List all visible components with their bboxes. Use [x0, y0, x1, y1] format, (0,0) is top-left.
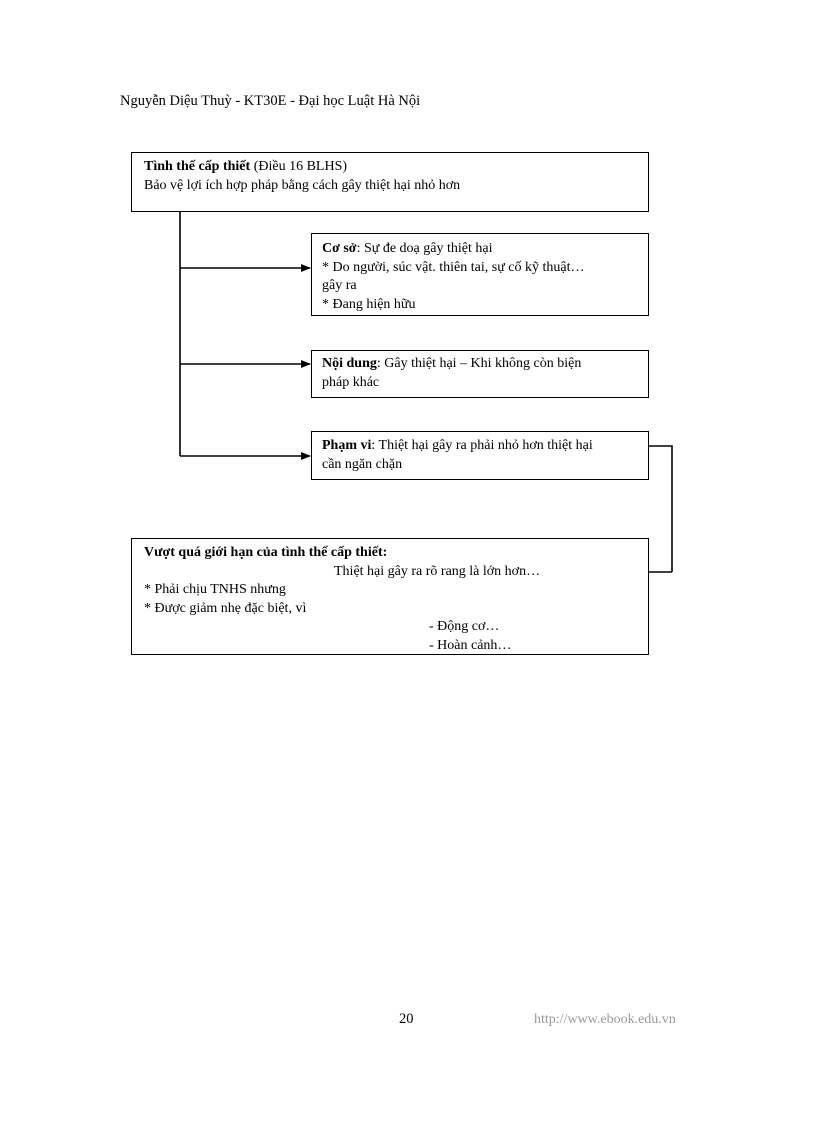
vuotqua-line3: * Phải chịu TNHS nhưng [144, 582, 286, 597]
phamvi-line2: cần ngăn chặn [322, 456, 403, 472]
vuotqua-line4: * Được giảm nhẹ đặc biệt, vì [144, 600, 307, 616]
coso-line4: * Đang hiện hữu [322, 296, 416, 312]
vuotqua-line6: - Hoàn cảnh… [429, 637, 512, 653]
noidung-line2: pháp khác [322, 374, 380, 390]
box-tinh-the-cap-thiet: Tình thế cấp thiết (Điều 16 BLHS) Bảo vệ… [131, 152, 649, 212]
coso-text: : Sự đe doạ gây thiệt hại [356, 241, 493, 256]
box-pham-vi: Phạm vi: Thiệt hại gây ra phải nhỏ hơn t… [311, 431, 649, 480]
box-vuot-qua-gioi-han: Vượt quá giới hạn của tình thế cấp thiết… [131, 538, 649, 655]
page-number: 20 [399, 1011, 414, 1027]
page-header: Nguyễn Diệu Thuỳ - KT30E - Đại học Luật … [120, 93, 421, 109]
phamvi-text: : Thiệt hại gây ra phải nhỏ hơn thiệt hạ… [371, 438, 593, 453]
footer-url: http://www.ebook.edu.vn [534, 1012, 676, 1027]
noidung-text: : Gây thiệt hại – Khi không còn biện [376, 356, 582, 371]
main-title: Tình thế cấp thiết [144, 159, 251, 174]
coso-line2: * Do người, súc vật. thiên tai, sự cố kỹ… [322, 259, 585, 275]
coso-line3: gây ra [322, 278, 357, 293]
coso-label: Cơ sở [322, 241, 357, 256]
main-title-suffix: (Điều 16 BLHS) [250, 159, 348, 174]
vuotqua-line5: - Động cơ… [429, 619, 500, 634]
box-co-so: Cơ sở: Sự đe doạ gây thiệt hại * Do ngườ… [311, 233, 649, 316]
main-line2: Bảo vệ lợi ích hợp pháp bằng cách gây th… [144, 177, 461, 193]
phamvi-label: Phạm vi [322, 438, 372, 453]
noidung-label: Nội dung [322, 356, 377, 371]
box-noi-dung: Nội dung: Gây thiệt hại – Khi không còn … [311, 350, 649, 398]
vuotqua-line2: Thiệt hại gây ra rõ rang là lớn hơn… [334, 563, 541, 579]
vuotqua-title: Vượt quá giới hạn của tình thế cấp thiết… [144, 545, 388, 560]
